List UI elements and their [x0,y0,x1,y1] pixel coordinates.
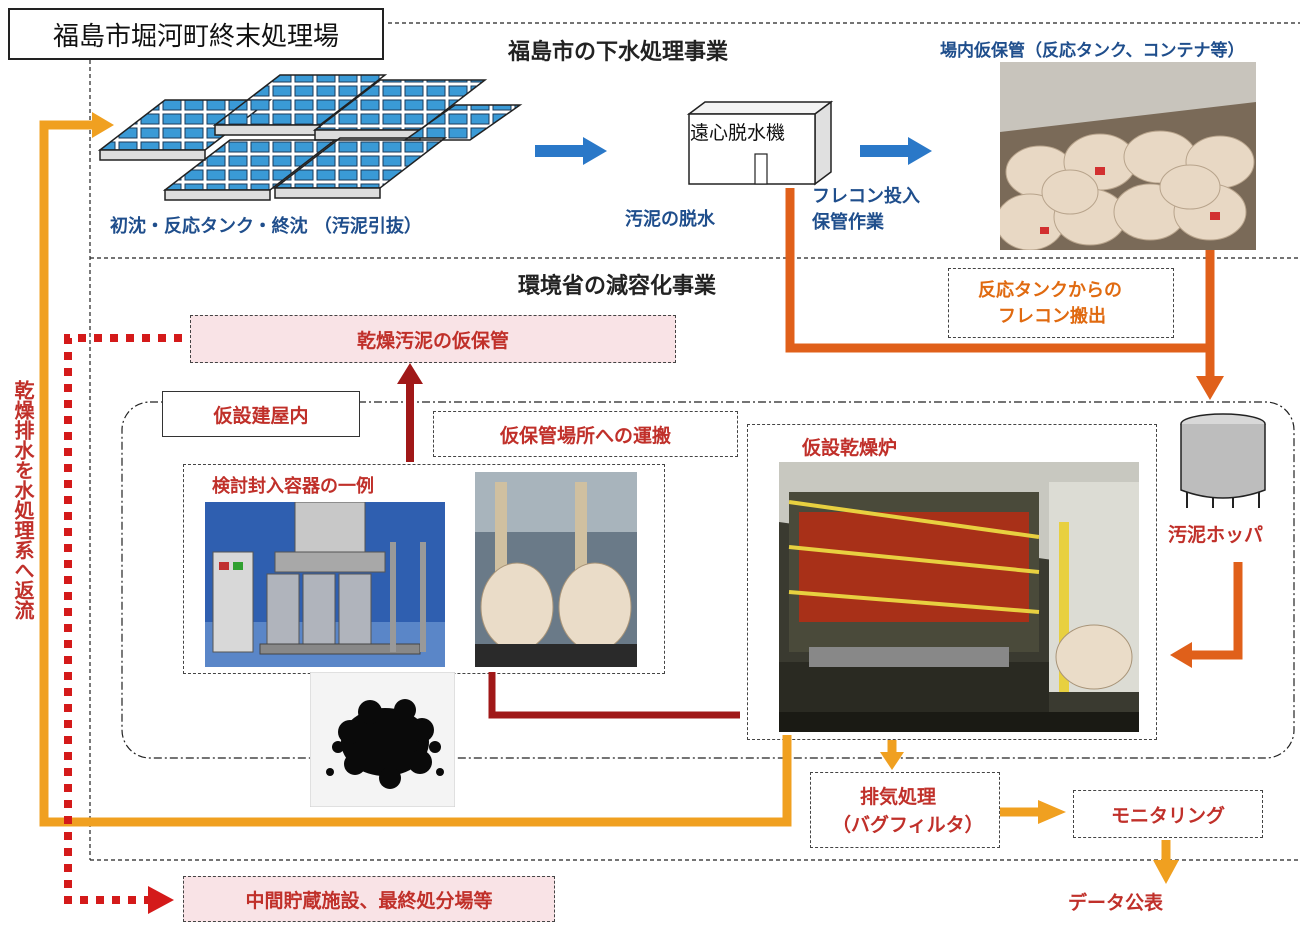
dryer-box [747,424,1157,740]
exhaust-box [810,772,1000,848]
dried-sludge-photo [310,672,455,807]
transport-box: 仮保管場所への運搬 [433,411,738,457]
data-release-label: データ公表 [1068,892,1164,914]
dryer-label: 仮設乾燥炉 [802,437,898,459]
temp-building-box: 仮設建屋内 [162,391,360,437]
settling-tanks-illustration [97,74,523,201]
carry-out-label-2: フレコン搬出 [998,306,1106,327]
blue-arrow-1 [535,137,607,165]
filling-machine-photo [205,502,445,667]
flecon-label-2: 保管作業 [812,212,884,233]
dewater-label: 汚泥の脱水 [625,209,715,230]
final-disposal-box: 中間貯蔵施設、最終処分場等 [183,876,555,922]
final-disposal-label: 中間貯蔵施設、最終処分場等 [245,889,493,912]
tanks-label: 初沈・反応タンク・終沈 （汚泥引抜） [110,216,422,237]
storage-photo [1000,62,1256,250]
monitoring-box: モニタリング [1073,790,1263,838]
monitoring-label: モニタリング [1110,804,1225,827]
container-example-label: 検討封入容器の一例 [212,476,374,497]
hopper-label: 汚泥ホッパ [1168,524,1264,546]
return-water-label: 乾燥排水を水処理系へ返流 [11,380,35,620]
blue-arrow-2 [860,137,932,165]
section-sewage-heading: 福島市の下水処理事業 [508,40,729,65]
dryer-photo [779,462,1139,732]
carry-out-box [948,268,1174,338]
dry-storage-box: 乾燥汚泥の仮保管 [190,315,676,363]
exhaust-label-2: （バグフィルタ） [832,814,984,836]
temp-building-label: 仮設建屋内 [213,404,309,427]
sludge-hopper-icon [1180,413,1266,508]
facility-title-box: 福島市堀河町終末処理場 [8,8,384,60]
section-env-heading: 環境省の減容化事業 [518,274,717,299]
bags-photo [475,472,637,667]
centrifuge-building [686,100,834,186]
storage-title: 場内仮保管（反応タンク、コンテナ等） [940,41,1245,61]
carry-out-label-1: 反応タンクからの [978,280,1122,301]
facility-title: 福島市堀河町終末処理場 [52,21,339,52]
exhaust-label-1: 排気処理 [860,786,937,808]
transport-label: 仮保管場所への運搬 [499,424,671,447]
flecon-label-1: フレコン投入 [812,186,920,207]
centrifuge-label: 遠心脱水機 [690,122,786,144]
dry-storage-label: 乾燥汚泥の仮保管 [356,329,509,352]
